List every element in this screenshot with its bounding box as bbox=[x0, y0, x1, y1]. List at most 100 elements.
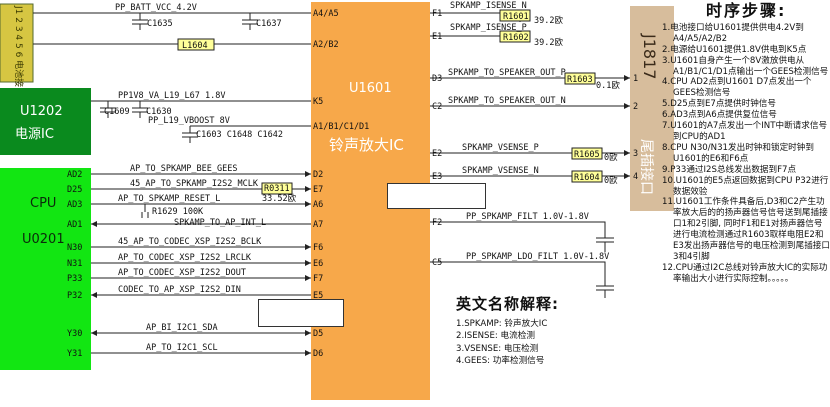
timing-steps-panel: 时序步骤: 1.电池接口给U1601提供供电4.2V到A4/A5/A2/B2 2… bbox=[662, 1, 830, 285]
note-item: 10.U1601的E5点返回数据到CPU P32进行数据效验 bbox=[662, 175, 829, 197]
net-int: SPKAMP_TO_AP_INT_L bbox=[174, 218, 266, 228]
notes-title: 时序步骤: bbox=[706, 1, 787, 20]
net-isense-p: SPKAMP_ISENSE_P bbox=[450, 23, 527, 33]
note-item: 1.电池接口给U1601提供供电4.2V到A4/A5/A2/B2 bbox=[662, 22, 804, 44]
cpu-pin-d25: D25 bbox=[67, 185, 82, 195]
r1602-label: R1602 bbox=[503, 33, 529, 43]
u1601-label: U1601 bbox=[349, 81, 392, 96]
net-ldo: PP_SPKAMP_LDO_FILT 1.0V-1.8V bbox=[466, 252, 609, 262]
net-bclk: 45_AP_TO_CODEC_XSP_I2S2_BCLK bbox=[118, 237, 262, 247]
r1602-resistor bbox=[499, 30, 531, 43]
redaction-box-upper bbox=[387, 183, 486, 209]
r1602-value: 39.2欧 bbox=[534, 37, 563, 48]
c-group-label: C1603 C1648 C1642 bbox=[196, 130, 283, 140]
c1609-label: C1609 bbox=[104, 107, 130, 117]
r1601-resistor bbox=[499, 9, 531, 22]
pin-e6: E6 bbox=[313, 259, 323, 269]
net-mclk: 45_AP_TO_SPKAMP_I2S2_MCLK bbox=[130, 179, 259, 189]
note-item: 12.CPU通过I2C总线对铃声放大IC的实际功率输出大小进行实际控制。。。。。 bbox=[662, 262, 828, 284]
net-spk-out-p: SPKAMP_TO_SPEAKER_OUT_P bbox=[448, 68, 566, 78]
pin-c5: C5 bbox=[432, 258, 442, 268]
net-bee: AP_TO_SPKAMP_BEE_GEES bbox=[130, 164, 237, 174]
j-pin-2: 2 bbox=[633, 102, 638, 112]
r1605-resistor bbox=[571, 147, 603, 160]
c1637-label: C1637 bbox=[256, 19, 282, 29]
cpu-pin-p32: P32 bbox=[67, 291, 82, 301]
arrowheads bbox=[91, 171, 311, 356]
cpu-pin-n31: N31 bbox=[67, 259, 82, 269]
u1202-sublabel: 电源IC bbox=[15, 127, 54, 142]
cpu-pin-ad3: AD3 bbox=[67, 200, 82, 210]
pin-d6: D6 bbox=[313, 349, 323, 359]
pin-e3: E3 bbox=[432, 172, 442, 182]
notes-list: 1.电池接口给U1601提供供电4.2V到A4/A5/A2/B2 2.电源给U1… bbox=[662, 23, 830, 285]
net-reset: AP_TO_SPKAMP_RESET_L bbox=[118, 194, 220, 204]
u1601-sublabel: 铃声放大IC bbox=[329, 136, 404, 154]
power-wires bbox=[33, 12, 311, 143]
c1630-label: C1630 bbox=[146, 107, 172, 117]
net-din: CODEC_TO_AP_XSP_I2S2_DIN bbox=[118, 285, 241, 295]
u1202-power-ic-block bbox=[0, 88, 91, 155]
j1817-sublabel: 尾插接口 bbox=[638, 139, 655, 195]
net-vsense-p: SPKAMP_VSENSE_P bbox=[462, 143, 539, 153]
note-item: 11.U1601工作条件具备后,D3和C2产生功率放大后的的扬声器信号信号送到尾… bbox=[662, 197, 830, 262]
cpu-label: CPU bbox=[30, 196, 56, 211]
u1202-label: U1202 bbox=[20, 104, 63, 119]
net-batt: PP_BATT_VCC_4.2V bbox=[115, 3, 197, 13]
net-vsense-n: SPKAMP_VSENSE_N bbox=[462, 166, 539, 176]
pin-e2: E2 bbox=[432, 149, 442, 159]
cpu-block bbox=[0, 168, 91, 370]
net-sda: AP_BI_I2C1_SDA bbox=[146, 323, 218, 333]
pin-e5: E5 bbox=[313, 291, 323, 301]
connector-arrowheads bbox=[624, 75, 630, 179]
cpu-pin-y30: Y30 bbox=[67, 329, 82, 339]
j-pin-3: 3 bbox=[633, 149, 638, 159]
pin-a6: A6 bbox=[313, 200, 323, 210]
r1603-value: 0.1欧 bbox=[596, 80, 620, 91]
r0311-label: R0311 bbox=[264, 184, 290, 194]
r1629-resistor bbox=[141, 204, 149, 218]
cpu-pin-ad1: AD1 bbox=[67, 220, 82, 230]
legend-row: 3.VSENSE: 电压检测 bbox=[456, 343, 539, 354]
pin-c2: C2 bbox=[432, 102, 442, 112]
net-filt: PP_SPKAMP_FILT 1.0V-1.8V bbox=[466, 212, 589, 222]
battery-connector-block bbox=[0, 3, 34, 83]
r1605-value: 0欧 bbox=[604, 152, 618, 163]
note-item: 6.AD3点到A6点提供复位信号 bbox=[662, 110, 777, 121]
cpu-pin-p33: P33 bbox=[67, 274, 82, 284]
pin-d5: D5 bbox=[313, 329, 323, 339]
note-item: 4.CPU AD2点到U1601 D7点发出一个GEES检测信号 bbox=[662, 77, 812, 99]
note-item: 5.D25点到E7点提供时钟信号 bbox=[662, 99, 776, 110]
r1604-value: 0欧 bbox=[604, 175, 618, 186]
pin-d3: D3 bbox=[432, 74, 442, 84]
pin-e1: E1 bbox=[432, 32, 442, 42]
cpu-pin-n30: N30 bbox=[67, 243, 82, 253]
legend-panel: 英文名称解释: 1.SPKAMP: 铃声放大IC 2.ISENSE: 电流检测 … bbox=[452, 296, 662, 367]
net-scl: AP_TO_I2C1_SCL bbox=[146, 343, 218, 353]
pin-a2b2: A2/B2 bbox=[313, 40, 339, 50]
legend-row: 1.SPKAMP: 铃声放大IC bbox=[456, 319, 548, 330]
net-lrclk: AP_TO_CODEC_XSP_I2S2_LRCLK bbox=[118, 253, 252, 263]
battery-label: J1 2 3 4 5 6 电池接口 bbox=[13, 5, 25, 96]
r1601-value: 39.2欧 bbox=[534, 15, 563, 26]
l1604-label: L1604 bbox=[182, 41, 208, 51]
pin-e7: E7 bbox=[313, 185, 323, 195]
note-item: 7.U1601的A7点发出一个INT中断请求信号到CPU的AD1 bbox=[662, 121, 828, 142]
pin-f2: F2 bbox=[432, 218, 442, 228]
note-item: 9.P33通过I2S总线发出数据到F7点 bbox=[662, 164, 797, 175]
note-item: 2.电源给U1601提供1.8V供电到K5点 bbox=[662, 44, 807, 55]
net-dout: AP_TO_CODEC_XSP_I2S2_DOUT bbox=[118, 268, 246, 278]
note-item: 3.U1601自身产生一个8V激放供电从A1/B1/C1/D1点输出一个GEES… bbox=[662, 55, 829, 77]
net-vboost: PP_L19_VBOOST 8V bbox=[148, 116, 230, 126]
r0311-resistor bbox=[261, 182, 293, 195]
net-isense-n: SPKAMP_ISENSE_N bbox=[450, 1, 527, 11]
j1817-connector-block bbox=[630, 6, 674, 211]
r1601-label: R1601 bbox=[503, 12, 529, 22]
pin-a4a5: A4/A5 bbox=[313, 9, 339, 19]
r1629-label: R1629 100K bbox=[152, 207, 204, 217]
r1604-resistor bbox=[571, 170, 603, 183]
r1605-label: R1605 bbox=[574, 150, 600, 160]
pin-k5: K5 bbox=[313, 97, 323, 107]
pin-d2: D2 bbox=[313, 170, 323, 180]
